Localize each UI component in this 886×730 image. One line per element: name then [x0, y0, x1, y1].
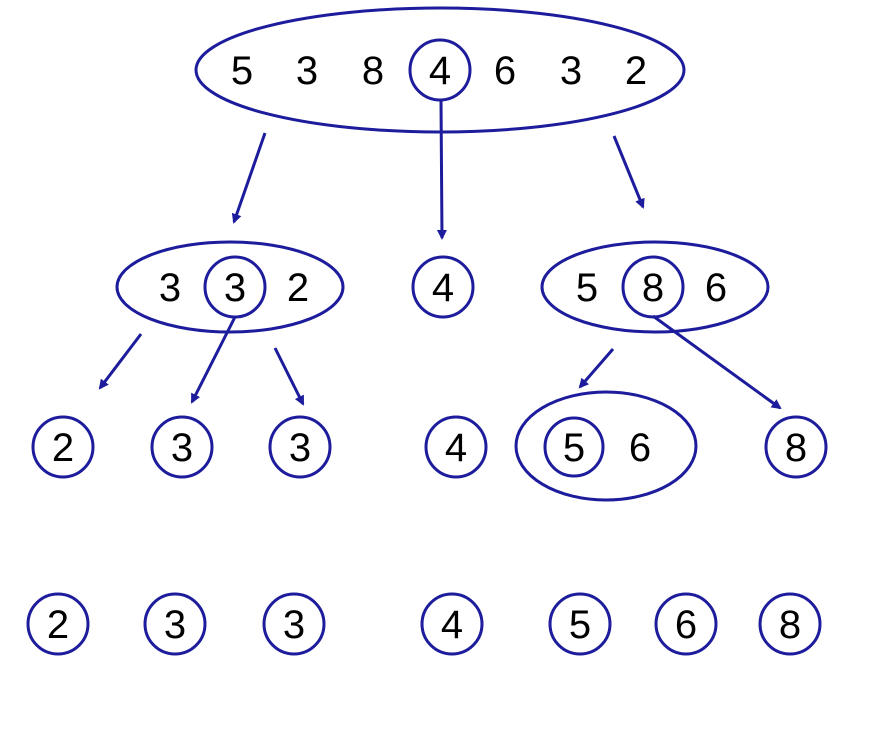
level2-node-value: 3	[171, 426, 193, 470]
arrow-to-5-6-group	[578, 348, 615, 389]
level3-node-circle	[420, 592, 484, 656]
level1-middle-group: 4	[411, 255, 475, 319]
level0-value: 8	[362, 49, 384, 93]
level1-right-value: 5	[576, 266, 598, 310]
level2-node-circle	[150, 415, 214, 479]
arrow-to-right-partition	[612, 135, 645, 209]
level3-node-circle	[548, 592, 612, 656]
level3-node-value: 2	[47, 603, 69, 647]
arrow-to-pivot	[436, 99, 447, 240]
level3-node-value: 4	[441, 603, 463, 647]
level0-pivot-circle	[408, 38, 472, 102]
level1-left-group: 3 3 2	[115, 240, 345, 334]
level3-node-circle	[654, 592, 718, 656]
level0-value: 3	[296, 49, 318, 93]
level2-node-value: 4	[445, 426, 467, 470]
level1-middle-circle	[411, 255, 475, 319]
level2-node-value: 3	[289, 426, 311, 470]
level2-group-pivot-circle	[543, 416, 605, 478]
arrow-pivot-to-8	[652, 314, 782, 410]
level2-node-value: 2	[52, 426, 74, 470]
arrow-pivot-to-3	[190, 316, 237, 404]
level3-node-value: 5	[569, 603, 591, 647]
level2-node-circle	[31, 415, 95, 479]
level1-left-pivot-value: 3	[224, 266, 246, 310]
level0-value: 6	[494, 49, 516, 93]
level3-node-value: 8	[779, 603, 801, 647]
arrow-left-to-2	[98, 333, 143, 390]
level1-right-group: 5 8 6	[540, 240, 770, 334]
level1-left-ellipse	[115, 240, 345, 334]
level1-middle-value: 4	[432, 266, 454, 310]
level2-group: 2 3 3 4 5 6 8	[31, 390, 828, 502]
arrow-right-to-3	[273, 347, 305, 406]
level2-node-circle	[424, 415, 488, 479]
level0-value: 5	[231, 49, 253, 93]
level2-group-pivot-value: 5	[563, 426, 585, 470]
level1-right-pivot-value: 8	[642, 266, 664, 310]
level3-node-circle	[262, 592, 326, 656]
level3-node-circle	[758, 592, 822, 656]
level3-node-value: 6	[675, 603, 697, 647]
level3-node-value: 3	[164, 603, 186, 647]
arrow-to-left-partition	[231, 132, 267, 224]
level3-node-circle	[26, 592, 90, 656]
level1-left-value: 2	[287, 266, 309, 310]
level1-right-value: 6	[705, 266, 727, 310]
level2-node-circle	[764, 415, 828, 479]
level0-value: 2	[625, 49, 647, 93]
level1-right-ellipse	[540, 240, 770, 334]
level1-left-value: 3	[159, 266, 181, 310]
level0-pivot-value: 4	[429, 49, 451, 93]
level3-node-value: 3	[283, 603, 305, 647]
level2-node-value: 8	[785, 426, 807, 470]
level2-group-ellipse	[514, 390, 698, 502]
level2-group-value: 6	[629, 426, 651, 470]
level2-node-circle	[268, 415, 332, 479]
level3-node-circle	[143, 592, 207, 656]
level0-value: 3	[560, 49, 582, 93]
level3-sorted-group: 2 3 3 4 5 6 8	[26, 592, 822, 656]
